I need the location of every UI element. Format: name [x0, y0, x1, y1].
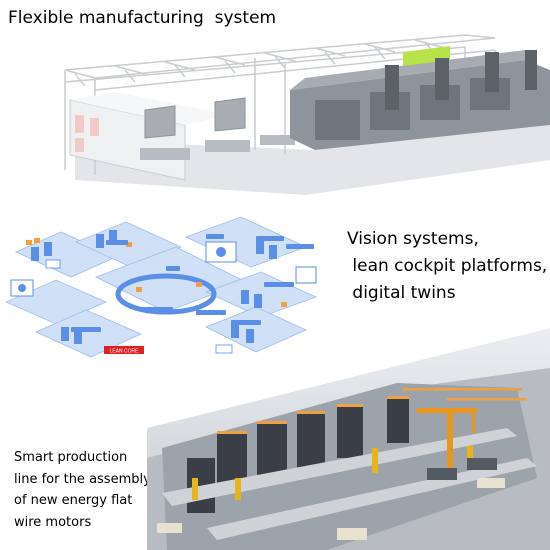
caption-vision-line-1: Vision systems, [347, 229, 479, 249]
caption-smart-line-1: Smart production [14, 450, 128, 465]
lean-cockpit-diagram: LEAN CORE [6, 212, 336, 372]
caption-flexible-manufacturing: Flexible manufacturing system [8, 8, 277, 28]
caption-vision-systems: Vision systems, lean cockpit platforms, … [347, 226, 547, 307]
gantry-crane [417, 408, 477, 478]
smart-production-line-render [147, 328, 550, 550]
caption-vision-line-3: digital twins [347, 283, 456, 303]
flexible-manufacturing-illustration [55, 30, 550, 195]
lean-core-tag-label: LEAN CORE [110, 349, 140, 355]
caption-smart-line-3: of new energy flat [14, 493, 133, 508]
caption-smart-line-4: wire motors [14, 514, 92, 530]
truss-gantry [64, 34, 496, 175]
caption-vision-line-2: lean cockpit platforms, [347, 256, 548, 276]
caption-smart-line-2: line for the assembly [14, 471, 151, 487]
caption-smart-production: Smart production line for the assembly o… [14, 447, 154, 533]
lean-core-tag [104, 346, 144, 354]
